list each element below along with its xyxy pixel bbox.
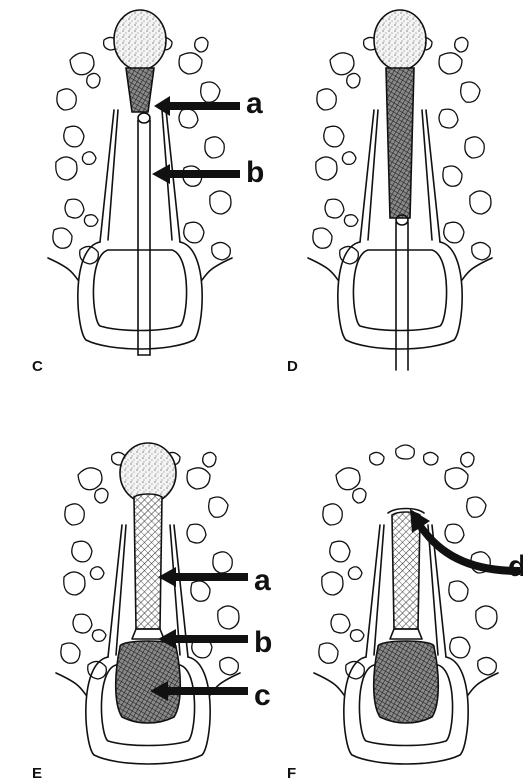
arrow-label-c: c	[254, 679, 271, 712]
barrier-layer	[390, 629, 422, 639]
panel-c	[48, 10, 240, 355]
arrow-label-a: a	[246, 87, 263, 120]
coronal-restoration	[374, 641, 439, 723]
panel-label-d: D	[287, 358, 298, 375]
arrow-c	[150, 681, 248, 701]
coronal-restoration	[116, 641, 181, 723]
arrow-a	[154, 96, 240, 116]
panel-label-c: C	[32, 358, 43, 375]
panel-label-e: E	[32, 765, 42, 780]
barrier-layer	[132, 629, 164, 639]
root-filling	[386, 68, 414, 218]
gutta-percha-fill	[134, 494, 162, 629]
arrow-label-b: b	[254, 626, 272, 659]
apical-plug	[126, 68, 154, 112]
arrow-b	[158, 629, 248, 649]
panel-f	[314, 445, 520, 764]
plugger-instrument	[396, 222, 408, 370]
panel-label-f: F	[287, 765, 296, 780]
panel-d	[308, 10, 492, 370]
panel-e	[56, 443, 248, 764]
periapical-lesion	[374, 10, 426, 70]
arrow-label-b: b	[246, 156, 264, 189]
periapical-lesion	[114, 10, 166, 70]
plugger-instrument	[138, 120, 150, 355]
arrow-label-d: d	[508, 550, 523, 583]
arrow-label-a: a	[254, 564, 271, 597]
arrow-d	[410, 509, 520, 575]
arrow-a	[158, 567, 248, 587]
